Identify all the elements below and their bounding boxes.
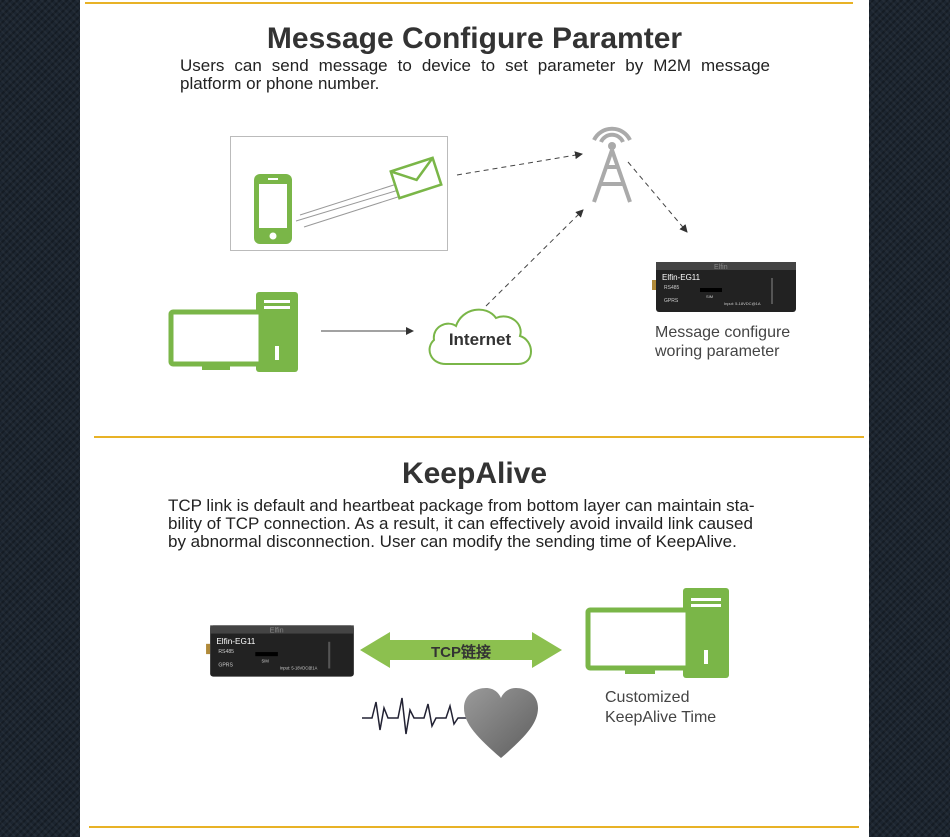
section-divider — [94, 436, 864, 438]
message-speed-lines — [295, 182, 405, 228]
device-sim-label: SIM — [261, 658, 269, 663]
device-image: Elfin Elfin-EG11 RS485 GPRS SIM Input: 5… — [652, 262, 796, 312]
section2-description-line1: TCP link is default and heartbeat packag… — [168, 496, 755, 515]
computer-icon — [585, 588, 729, 678]
envelope-icon — [389, 156, 443, 200]
tower-icon — [592, 126, 632, 203]
device-logo-text: Elfin — [714, 264, 728, 271]
section2-title: KeepAlive — [401, 457, 548, 490]
device-port-label-gprs: GPRS — [218, 662, 233, 668]
device-port-label-rs485: RS485 — [664, 285, 680, 291]
content-panel: Message Configure Paramter Users can sen… — [80, 0, 869, 837]
section1-connection-lines — [321, 151, 688, 335]
device-caption-line1: Message configure — [655, 324, 791, 341]
cloud-icon — [428, 308, 532, 365]
section1-description-line1: Users can send message to device to set … — [180, 56, 770, 75]
phone-message-box — [230, 136, 448, 251]
phone-icon — [254, 174, 292, 244]
top-divider — [85, 2, 853, 4]
heart-icon — [464, 688, 538, 758]
section1-description-line2: platform or phone number. — [180, 74, 380, 93]
heartbeat-pulse-icon — [362, 697, 470, 735]
device-port-label-gprs: GPRS — [664, 298, 679, 304]
device-input-label: Input: 5-18VDC@1A — [280, 666, 318, 671]
computer-icon — [168, 292, 298, 372]
section1-title: Message Configure Paramter — [266, 22, 683, 55]
bottom-divider — [89, 826, 859, 828]
device-caption-line2: woring parameter — [655, 343, 780, 360]
device-sim-label: SIM — [706, 294, 713, 299]
device-brand-label: Elfin-EG11 — [662, 273, 701, 282]
section2-description-line2: bility of TCP connection. As a result, i… — [168, 514, 753, 533]
internet-label: Internet — [448, 330, 512, 349]
device-logo-text: Elfin — [270, 627, 284, 635]
computer-caption-line1: Customized — [605, 689, 690, 706]
tcp-link-label: TCP链接 — [430, 644, 491, 661]
computer-caption-line2: KeepAlive Time — [605, 709, 717, 726]
device-image: Elfin Elfin-EG11 RS485 GPRS SIM Input: 5… — [206, 625, 354, 677]
device-brand-label: Elfin-EG11 — [216, 637, 255, 646]
device-input-label: Input: 5-18VDC@1A — [724, 301, 761, 306]
section2-description-line3: by abnormal disconnection. User can modi… — [168, 532, 737, 551]
tcp-double-arrow — [360, 632, 562, 668]
device-port-label-rs485: RS485 — [218, 649, 234, 655]
